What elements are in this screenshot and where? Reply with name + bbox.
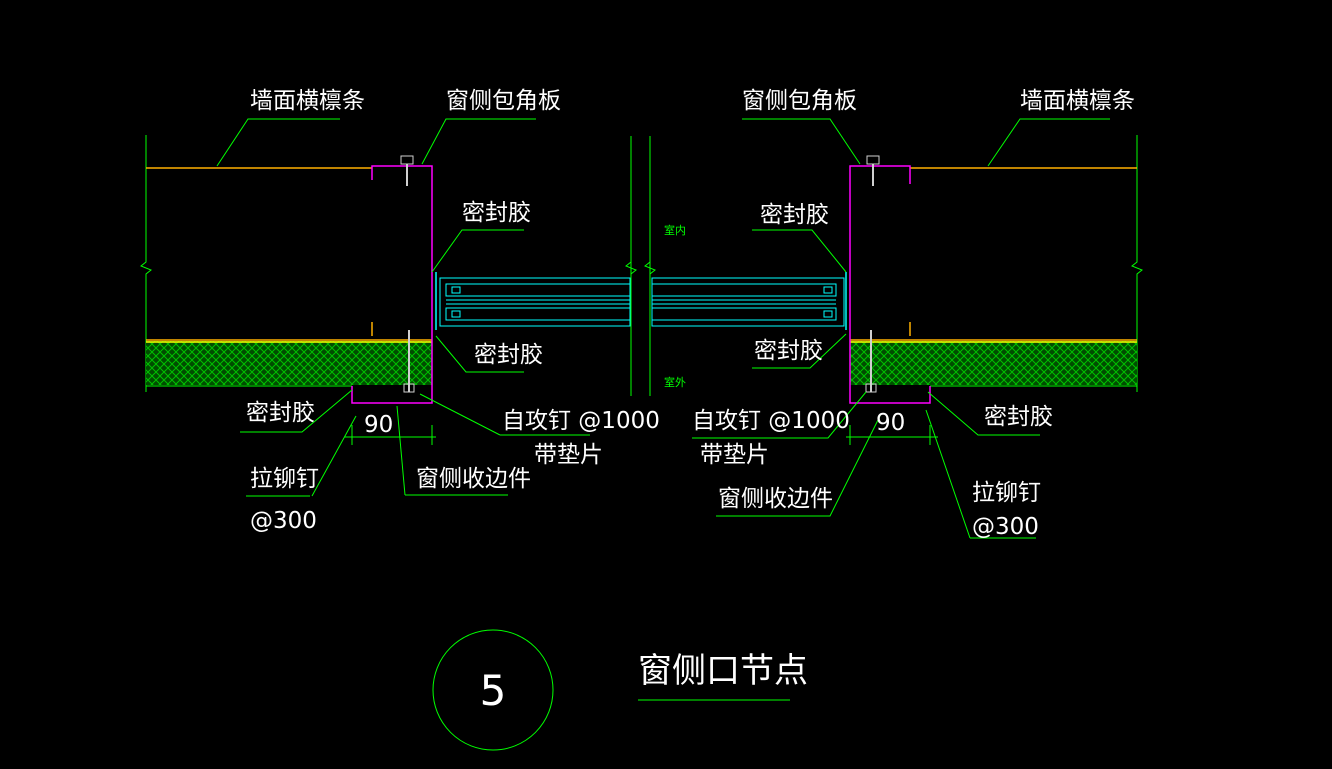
right-insulation (850, 341, 1137, 385)
window-frame-right (651, 277, 845, 327)
right-sealant-top-label: 密封胶 (760, 202, 829, 228)
right-edge-trim-label: 窗侧收边件 (718, 486, 833, 512)
left-screw-label-2: 带垫片 (534, 442, 603, 468)
left-purlin-label: 墙面横檩条 (250, 88, 365, 114)
indoor-label: 室内 (664, 223, 686, 237)
outdoor-label: 室外 (664, 375, 686, 389)
right-rivet-label-2: @300 (972, 514, 1039, 540)
left-rivet-label-1: 拉铆钉 (250, 466, 319, 492)
right-sealant-bottom-label: 密封胶 (984, 404, 1053, 430)
right-screw-label-1: 自攻钉 @1000 (692, 408, 850, 434)
left-screw-label-1: 自攻钉 @1000 (502, 408, 660, 434)
right-sealant-mid-label: 密封胶 (754, 338, 823, 364)
left-dim-90: 90 (364, 412, 393, 438)
right-purlin-label: 墙面横檩条 (1020, 88, 1135, 114)
left-sealant-mid-label: 密封胶 (474, 342, 543, 368)
right-wall-detail (692, 118, 1143, 539)
left-leaders (216, 118, 590, 497)
window-section: 室内 室外 (439, 136, 845, 396)
right-top-screw-icon (866, 155, 880, 186)
right-edge-trim (849, 340, 931, 404)
center-break-b (644, 261, 656, 275)
left-top-screw-icon (400, 155, 414, 186)
center-break-a (625, 261, 637, 275)
left-break-line (140, 135, 152, 392)
right-screw-label-2: 带垫片 (700, 442, 769, 468)
right-leaders (692, 118, 1110, 539)
left-wall-detail (140, 118, 590, 497)
right-break-line (1131, 135, 1143, 392)
left-corner-flashing (371, 165, 433, 340)
detail-title: 窗侧口节点 (638, 651, 808, 691)
left-corner-flashing-label: 窗侧包角板 (446, 88, 561, 114)
detail-number: 5 (480, 666, 507, 715)
right-dim-90: 90 (876, 410, 905, 436)
left-insulation (146, 341, 432, 385)
left-edge-trim (351, 340, 433, 404)
left-sealant-top-label: 密封胶 (462, 200, 531, 226)
left-edge-trim-label: 窗侧收边件 (416, 466, 531, 492)
window-frame-left (439, 277, 631, 327)
detail-number-circle (432, 629, 554, 751)
left-sealant-bottom-label: 密封胶 (246, 400, 315, 426)
right-corner-flashing (849, 165, 911, 340)
right-rivet-icon (865, 330, 877, 393)
left-rivet-icon (403, 330, 415, 393)
left-rivet-label-2: @300 (250, 508, 317, 534)
right-corner-flashing-label: 窗侧包角板 (742, 88, 857, 114)
right-rivet-label-1: 拉铆钉 (972, 480, 1041, 506)
